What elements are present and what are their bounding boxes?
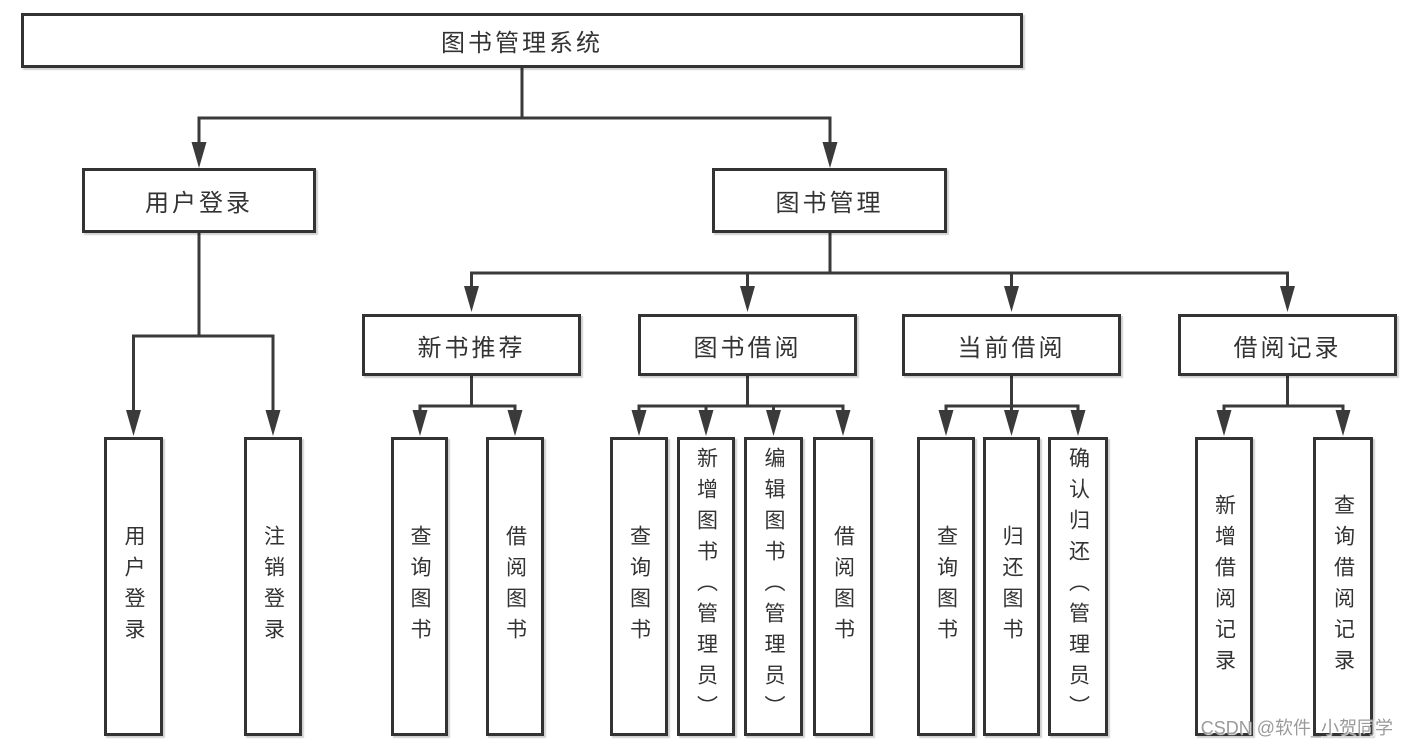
leaf-edit-books-admin-label: 编辑图书（管理员） xyxy=(762,447,785,726)
leaf-user-login: 用户登录 xyxy=(104,437,163,736)
node-user-login: 用户登录 xyxy=(82,168,316,233)
leaf-query-borrow-record-label: 查询借阅记录 xyxy=(1331,493,1355,680)
csdn-watermark: CSDN @软件_小贺同学 xyxy=(1200,718,1393,738)
connectors-borrow-records-children xyxy=(1216,376,1351,436)
node-new-book-recommend-label: 新书推荐 xyxy=(417,334,526,362)
node-root-label: 图书管理系统 xyxy=(441,30,603,57)
node-new-book-recommend: 新书推荐 xyxy=(362,314,581,376)
leaf-return-books-label: 归还图书 xyxy=(1000,524,1023,649)
node-book-borrow: 图书借阅 xyxy=(638,314,857,376)
node-book-borrow-label: 图书借阅 xyxy=(693,334,802,362)
connectors-root-to-level2 xyxy=(191,68,838,168)
node-root: 图书管理系统 xyxy=(21,13,1023,68)
connectors-new-book-recommend-children xyxy=(412,376,523,436)
leaf-borrow-books-borrow: 借阅图书 xyxy=(813,437,873,736)
leaf-add-books-admin-label: 新增图书（管理员） xyxy=(694,447,718,726)
connectors-book-management-children xyxy=(464,233,1295,312)
leaf-edit-books-admin: 编辑图书（管理员） xyxy=(744,437,803,736)
leaf-borrow-books-recommend-label: 借阅图书 xyxy=(503,524,527,649)
leaf-borrow-books-borrow-label: 借阅图书 xyxy=(831,524,855,649)
leaf-query-books-recommend: 查询图书 xyxy=(391,437,448,736)
node-book-management: 图书管理 xyxy=(712,168,947,233)
leaf-confirm-return-admin: 确认归还（管理员） xyxy=(1048,437,1108,736)
leaf-query-books-current: 查询图书 xyxy=(917,437,975,736)
leaf-query-books-borrow-label: 查询图书 xyxy=(627,524,651,649)
leaf-logout: 注销登录 xyxy=(244,437,302,736)
node-user-login-label: 用户登录 xyxy=(145,190,253,217)
leaf-add-borrow-record-label: 新增借阅记录 xyxy=(1212,493,1236,680)
connectors-current-borrow-children xyxy=(938,376,1086,436)
leaf-borrow-books-recommend: 借阅图书 xyxy=(486,437,544,736)
leaf-user-login-label: 用户登录 xyxy=(122,524,145,649)
node-current-borrow: 当前借阅 xyxy=(902,314,1121,376)
leaf-query-books-borrow: 查询图书 xyxy=(610,437,668,736)
leaf-confirm-return-admin-label: 确认归还（管理员） xyxy=(1066,447,1090,726)
node-borrow-records: 借阅记录 xyxy=(1178,314,1397,376)
leaf-query-books-recommend-label: 查询图书 xyxy=(408,524,431,649)
leaf-return-books: 归还图书 xyxy=(983,437,1040,736)
node-book-management-label: 图书管理 xyxy=(775,190,884,217)
node-borrow-records-label: 借阅记录 xyxy=(1233,334,1342,362)
leaf-add-borrow-record: 新增借阅记录 xyxy=(1195,437,1253,736)
leaf-query-books-current-label: 查询图书 xyxy=(934,524,958,649)
connectors-book-borrow-children xyxy=(631,376,851,436)
leaf-query-borrow-record: 查询借阅记录 xyxy=(1313,437,1373,736)
connectors-user-login-children xyxy=(126,233,281,436)
leaf-logout-label: 注销登录 xyxy=(261,524,285,649)
leaf-add-books-admin: 新增图书（管理员） xyxy=(677,437,735,736)
node-current-borrow-label: 当前借阅 xyxy=(957,334,1066,362)
